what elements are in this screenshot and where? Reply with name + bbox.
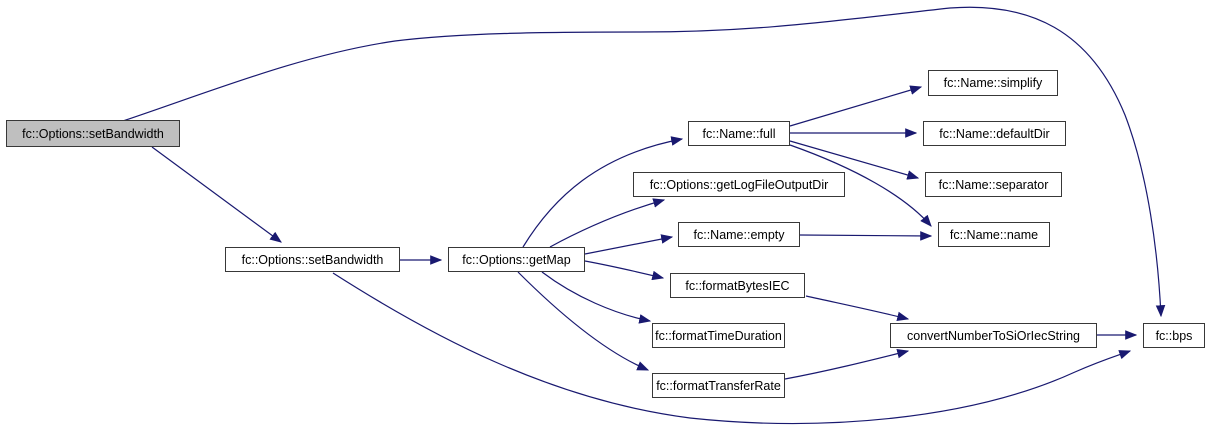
edge-setbandwidth-caller-to-setbandwidth: [151, 146, 282, 243]
edge-formattransferrate-to-convert: [784, 348, 910, 380]
edge-full-to-separator: [789, 140, 920, 180]
node-convertnumbertosioriecstring[interactable]: convertNumberToSiOrIecString: [890, 323, 1097, 348]
node-options-setbandwidth[interactable]: fc::Options::setBandwidth: [225, 247, 400, 272]
edge-getmap-to-formattransferrate: [517, 271, 650, 371]
node-name-empty[interactable]: fc::Name::empty: [678, 222, 800, 247]
node-options-getmap[interactable]: fc::Options::getMap: [448, 247, 585, 272]
edge-empty-to-name: [799, 231, 933, 241]
edge-getmap-to-full: [522, 136, 684, 248]
node-formatbytesiec[interactable]: fc::formatBytesIEC: [670, 273, 805, 298]
edge-formatbytesiec-to-convert: [805, 295, 910, 322]
edge-getmap-to-formatbytesiec: [584, 260, 665, 281]
node-name-separator[interactable]: fc::Name::separator: [925, 172, 1062, 197]
edge-getmap-to-formattimeduration: [541, 271, 652, 324]
node-name-simplify[interactable]: fc::Name::simplify: [928, 70, 1058, 96]
node-name-defaultdir[interactable]: fc::Name::defaultDir: [923, 121, 1066, 146]
edge-full-to-name: [789, 144, 932, 227]
node-bps[interactable]: fc::bps: [1143, 323, 1205, 348]
edge-full-to-simplify: [789, 85, 923, 127]
node-options-setbandwidth-caller[interactable]: fc::Options::setBandwidth: [6, 120, 180, 147]
node-formattransferrate[interactable]: fc::formatTransferRate: [652, 373, 785, 398]
edge-getmap-to-empty: [584, 234, 674, 255]
node-name-name[interactable]: fc::Name::name: [938, 222, 1050, 247]
node-options-getlogfileoutputdir[interactable]: fc::Options::getLogFileOutputDir: [633, 172, 845, 197]
node-formattimeduration[interactable]: fc::formatTimeDuration: [652, 323, 785, 348]
edge-setbandwidth-to-bps: [332, 272, 1132, 425]
node-name-full[interactable]: fc::Name::full: [688, 121, 790, 146]
edge-setbandwidth-caller-to-bps: [119, 6, 1166, 318]
edge-getmap-to-getlogfileoutputdir: [549, 198, 666, 248]
